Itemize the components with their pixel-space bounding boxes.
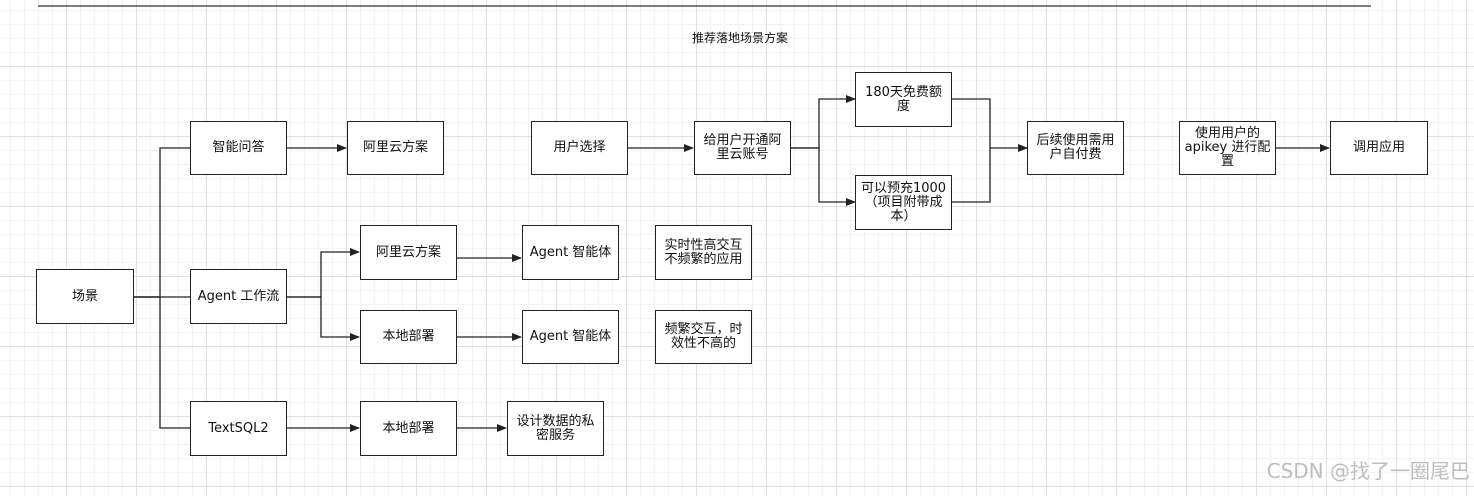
arrow-prepay-to-selfpay <box>951 148 991 203</box>
node-aliyun-mid[interactable]: 阿里云方案 <box>360 225 457 280</box>
node-free-quota[interactable]: 180天免费额度 <box>855 72 952 127</box>
node-apikey-config[interactable]: 使用用户的apikey 进行配置 <box>1179 121 1276 175</box>
node-qa[interactable]: 智能问答 <box>190 121 287 175</box>
node-self-pay[interactable]: 后续使用需用户自付费 <box>1027 121 1124 175</box>
node-note-frequent: 频繁交互，时效性不高的 <box>655 310 752 364</box>
arrow-agent-to-local <box>287 296 360 341</box>
node-note-realtime: 实时性高交互不频繁的应用 <box>655 225 752 280</box>
node-local-deploy-2[interactable]: 本地部署 <box>360 401 457 456</box>
node-aliyun-top[interactable]: 阿里云方案 <box>347 121 444 175</box>
node-private-service[interactable]: 设计数据的私密服务 <box>507 401 604 456</box>
connector-scene-to-textsql <box>133 296 190 429</box>
node-prepay[interactable]: 可以预充1000（项目附带成本） <box>855 175 952 230</box>
diagram-title: 推荐落地场景方案 <box>691 31 788 45</box>
node-open-account[interactable]: 给用户开通阿里云账号 <box>694 121 791 175</box>
node-agent-body-1[interactable]: Agent 智能体 <box>522 225 619 280</box>
arrow-agent-to-aliyun <box>287 248 360 298</box>
node-agent-workflow[interactable]: Agent 工作流 <box>190 269 287 324</box>
node-user-choice[interactable]: 用户选择 <box>531 121 628 175</box>
arrow-account-to-free <box>790 95 856 149</box>
csdn-watermark: CSDN @找了一圈尾巴 <box>1266 459 1470 483</box>
arrow-account-to-prepay <box>790 147 856 206</box>
node-textsql[interactable]: TextSQL2 <box>190 401 287 456</box>
node-scene[interactable]: 场景 <box>36 269 134 324</box>
node-agent-body-2[interactable]: Agent 智能体 <box>522 310 619 364</box>
node-invoke-app[interactable]: 调用应用 <box>1330 121 1428 175</box>
node-local-deploy-1[interactable]: 本地部署 <box>360 310 457 364</box>
arrow-free-to-selfpay <box>951 98 1028 152</box>
connector-scene-to-qa <box>133 147 190 298</box>
